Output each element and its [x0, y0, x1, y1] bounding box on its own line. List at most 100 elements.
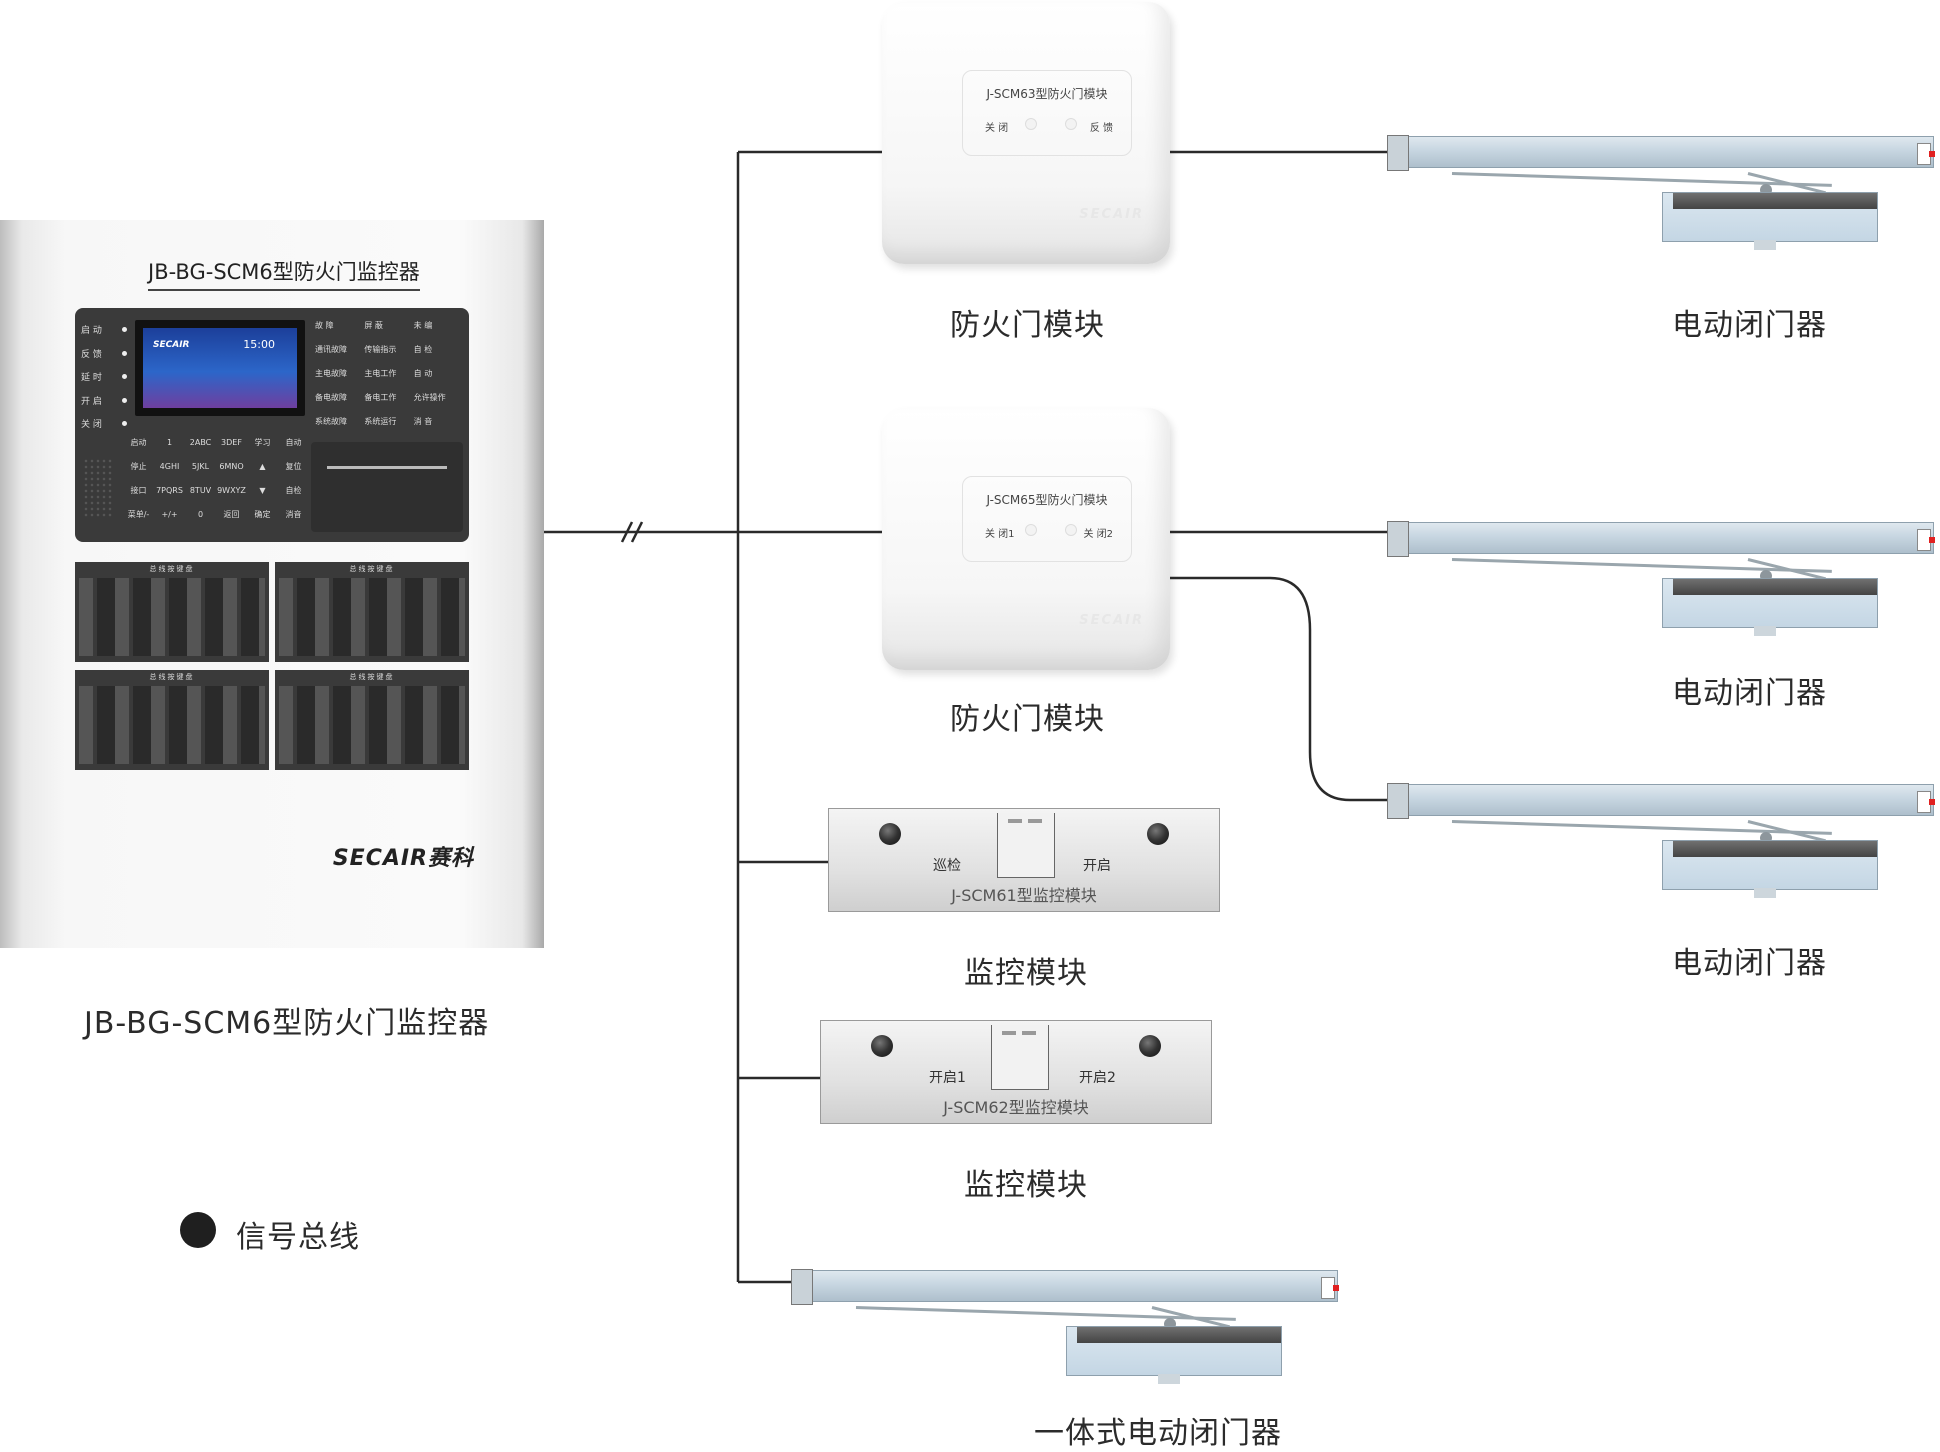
keypad-key: 0: [197, 510, 204, 519]
screen-logo: SECAIR: [153, 340, 190, 350]
knob-icon: [1147, 823, 1169, 845]
keypad-key: 自动: [285, 438, 302, 447]
module-led-icon: [1025, 118, 1037, 130]
controller-brand-logo: SECAIR赛科: [332, 846, 474, 871]
indicator-led: 系统运行: [364, 417, 397, 426]
indicator-led: 自 检: [413, 345, 433, 354]
bus-break-mark-2: [630, 521, 644, 543]
speaker-grille: [83, 458, 113, 518]
keypad-key: 5JKL: [191, 462, 210, 471]
fire-door-module-2: J-SCM65型防火门模块 关 闭1 关 闭2 SECAIR: [882, 408, 1170, 670]
bus-key-block: 总线按键盘: [275, 562, 469, 662]
module-right-indicator-label: 反 馈: [1089, 123, 1113, 134]
module-button: [997, 813, 1055, 878]
keypad-key: 学习: [254, 438, 271, 447]
indicator-led: 屏 蔽: [364, 321, 383, 330]
knob-icon: [1139, 1035, 1161, 1057]
monitor-module-2: 开启1 开启2 J-SCM62型监控模块: [820, 1020, 1212, 1124]
module-brand-watermark: SECAIR: [1079, 207, 1144, 222]
closer-rail: [1387, 783, 1935, 819]
keypad-key: +/+: [161, 510, 178, 519]
bus-key-block: 总线按键盘: [75, 670, 269, 770]
module-label-plate: J-SCM63型防火门模块 关 闭 反 馈: [962, 70, 1132, 156]
wire-module-2-closer-b: [1166, 576, 1392, 802]
indicator-led: 传输指示: [364, 345, 397, 354]
status-led: 关 闭: [81, 412, 127, 436]
keypad-key: 1: [166, 438, 173, 447]
indicator-led: 通讯故障: [315, 345, 347, 354]
indicator-led: 备电工作: [364, 393, 397, 402]
module-model-title: J-SCM63型防火门模块: [986, 87, 1108, 101]
keypad-key: ▲: [259, 462, 266, 471]
bus-break-mark-1: [620, 521, 634, 543]
fire-door-module-1: J-SCM63型防火门模块 关 闭 反 馈 SECAIR: [882, 2, 1170, 264]
indicator-led: 未 编: [413, 321, 433, 330]
module-led-icon: [1065, 524, 1077, 536]
door-closer-2: [1387, 520, 1940, 670]
module-label-plate: J-SCM65型防火门模块 关 闭1 关 闭2: [962, 476, 1132, 562]
closer-rail: [791, 1269, 1339, 1305]
indicator-led: 自 动: [413, 369, 433, 378]
keypad-key: 消音: [285, 510, 302, 519]
bus-key-block: 总线按键盘: [275, 670, 469, 770]
keypad-key: 6MNO: [219, 462, 244, 471]
module-led-icon: [1065, 118, 1077, 130]
fire-door-module-1-caption: 防火门模块: [950, 308, 1105, 343]
screen-time: 15:00: [243, 338, 275, 351]
monitor-left-label: 巡检: [933, 858, 961, 874]
module-right-indicator-label: 关 闭2: [1083, 529, 1113, 540]
status-led-column: 启 动 反 馈 延 时 开 启 关 闭: [81, 318, 127, 436]
monitor-model-title: J-SCM61型监控模块: [951, 886, 1097, 905]
keypad-key: 停止: [130, 462, 147, 471]
module-model-title: J-SCM65型防火门模块: [986, 493, 1108, 507]
integrated-door-closer-caption: 一体式电动闭门器: [1034, 1416, 1282, 1451]
door-closer-3-caption: 电动闭门器: [1672, 946, 1827, 981]
module-left-indicator-label: 关 闭: [985, 123, 1009, 134]
indicator-led: 系统故障: [315, 417, 347, 426]
monitor-right-label: 开启: [1083, 858, 1111, 874]
status-led: 启 动: [81, 318, 127, 342]
keypad-key: 复位: [285, 462, 302, 471]
keypad-key: 9WXYZ: [217, 486, 246, 495]
status-led: 延 时: [81, 365, 127, 389]
keypad-key: 接口: [130, 486, 147, 495]
fire-door-module-2-caption: 防火门模块: [950, 702, 1105, 737]
module-left-indicator-label: 关 闭1: [985, 529, 1015, 540]
keypad-key: 4GHI: [159, 462, 180, 471]
indicator-led: 消 音: [413, 417, 433, 426]
signal-bus-legend-icon: [180, 1212, 216, 1248]
indicator-led-grid: 故 障 屏 蔽 未 编 通讯故障 传输指示 自 检 主电故障 主电工作 自 动 …: [315, 318, 463, 430]
indicator-led: 主电故障: [315, 369, 347, 378]
closer-body: [1662, 192, 1878, 242]
signal-bus-legend-label: 信号总线: [236, 1220, 360, 1255]
printer-slot-panel: [311, 442, 463, 532]
module-led-icon: [1025, 524, 1037, 536]
controller-lcd-screen: SECAIR 15:00: [135, 320, 305, 416]
monitor-module-2-caption: 监控模块: [964, 1168, 1088, 1203]
module-button: [991, 1025, 1049, 1090]
monitor-right-label: 开启2: [1079, 1070, 1116, 1086]
knob-icon: [879, 823, 901, 845]
integrated-door-closer: [791, 1268, 1356, 1418]
status-led: 反 馈: [81, 342, 127, 366]
indicator-led: 允许操作: [413, 393, 446, 402]
keypad-key: 返回: [223, 510, 240, 519]
keypad-key: 自检: [285, 486, 302, 495]
keypad-key: ▼: [259, 486, 266, 495]
status-led: 开 启: [81, 389, 127, 413]
knob-icon: [871, 1035, 893, 1057]
keypad-key: 7PQRS: [156, 486, 183, 495]
monitor-model-title: J-SCM62型监控模块: [943, 1098, 1089, 1117]
indicator-led: 主电工作: [364, 369, 397, 378]
keypad-key: 确定: [254, 510, 271, 519]
keypad-key: 3DEF: [221, 438, 242, 447]
bus-key-block: 总线按键盘: [75, 562, 269, 662]
closer-body: [1662, 840, 1878, 890]
closer-rail: [1387, 135, 1935, 171]
door-closer-3: [1387, 782, 1940, 932]
keypad-key: 菜单/-: [127, 510, 150, 519]
closer-body: [1066, 1326, 1282, 1376]
indicator-led: 备电故障: [315, 393, 347, 402]
keypad-key: 启动: [130, 438, 147, 447]
